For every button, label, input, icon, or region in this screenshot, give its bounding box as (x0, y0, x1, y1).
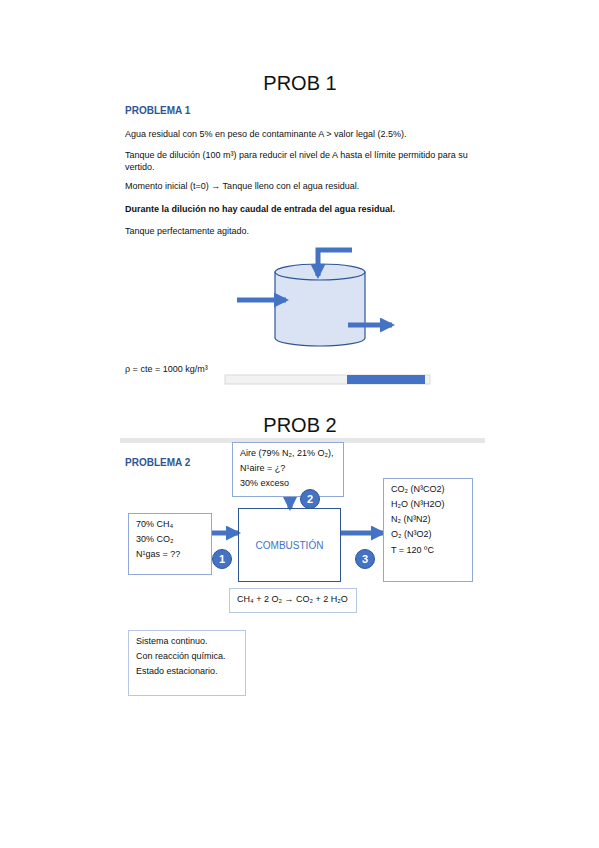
density-note: ρ = cte = 1000 kg/m³ (125, 364, 223, 376)
air-box: Aire (79% N₂, 21% O₂), N¹aire = ¿? 30% exc… (232, 442, 344, 497)
node-text: N₂ (N³N2) (391, 513, 465, 525)
tank (275, 264, 365, 346)
node-text: Aire (79% N₂, 21% O₂), (240, 447, 336, 459)
node-text: 30% CO₂ (136, 533, 204, 545)
node-text: Con reacción química. (136, 650, 238, 662)
reaction-box: CH₄ + 2 O₂ → CO₂ + 2 H₂O (229, 588, 357, 613)
outlet-arrow (348, 323, 392, 328)
statement: Agua residual con 5% en peso de contamin… (125, 129, 485, 141)
statement: Momento inicial (t=0) → Tanque lleno con… (125, 181, 485, 193)
statement: Tanque de dilución (100 m³) para reducir… (125, 150, 477, 173)
statement: Durante la dilución no hay caudal de ent… (125, 204, 485, 216)
node-text: 3 (362, 553, 368, 565)
node-text: 2 (307, 493, 313, 505)
flow-arrow (212, 531, 238, 536)
water-arrow (318, 250, 352, 276)
inlet-arrow (237, 298, 286, 303)
problem-title: PROBLEMA 1 (125, 104, 325, 117)
callout-number: 1 (212, 549, 232, 569)
callout-number: 2 (300, 489, 320, 509)
node-text: COMBUSTIÓN (256, 540, 324, 551)
flow-arrow (341, 531, 383, 536)
node-text: 70% CH₄ (136, 518, 204, 530)
toolbar (225, 375, 430, 384)
gas-box: 70% CH₄ 30% CO₂ N¹gas = ?? (128, 513, 212, 575)
node-text: 30% exceso (240, 477, 336, 489)
products-box: CO₂ (N³CO2) H₂O (N³H2O) N₂ (N³N2) O₂ (N³O2)… (383, 478, 473, 582)
node-text: CO₂ (N³CO2) (391, 483, 465, 495)
process-box: COMBUSTIÓN (238, 508, 341, 582)
node-text: N¹aire = ¿? (240, 462, 336, 474)
heading: PROB 1 (200, 70, 400, 96)
node-text: 1 (219, 553, 225, 565)
node-text: T = 120 ºC (391, 544, 465, 556)
node-text: O₂ (N³O2) (391, 528, 465, 540)
node-text: Sistema continuo. (136, 635, 238, 647)
problem-title: PROBLEMA 2 (125, 456, 225, 469)
node-text: H₂O (N³H2O) (391, 498, 465, 510)
callout-number: 3 (355, 549, 375, 569)
conditions-box: Sistema continuo. Con reacción química. Es… (128, 630, 246, 696)
node-text: Estado estacionario. (136, 665, 238, 677)
flow-arrow (288, 497, 293, 508)
node-text: N¹gas = ?? (136, 548, 204, 560)
node-text: CH₄ + 2 O₂ → CO₂ + 2 H₂O (237, 593, 349, 605)
toolbar-button (347, 375, 425, 384)
heading: PROB 2 (200, 412, 400, 438)
statement: Tanque perfectamente agitado. (125, 226, 485, 238)
